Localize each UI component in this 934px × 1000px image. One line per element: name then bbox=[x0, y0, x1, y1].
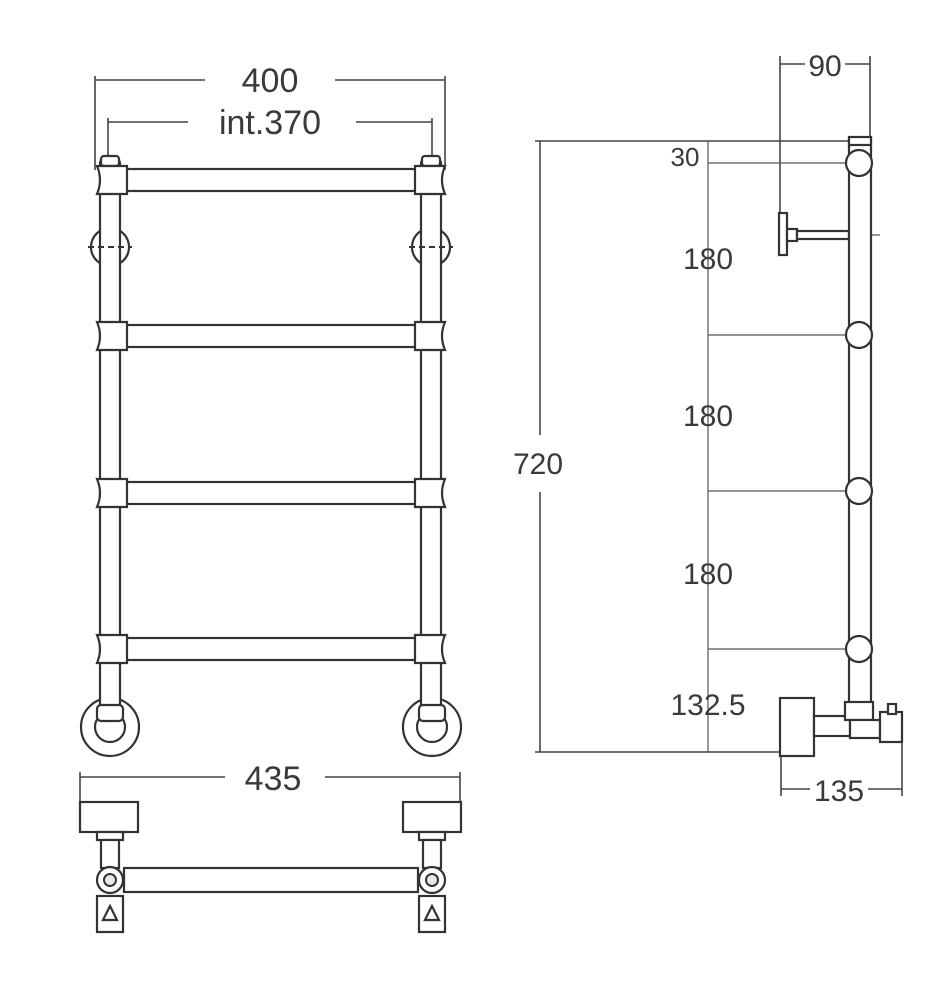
side-view: 720 90 30 180 180 180 132.5 bbox=[513, 50, 904, 808]
left-upright bbox=[98, 158, 122, 717]
bar-spacing-label-3: 180 bbox=[683, 558, 733, 591]
wall-offset-label: 90 bbox=[808, 50, 841, 83]
towel-bar-4 bbox=[95, 633, 447, 665]
side-valve-assembly bbox=[778, 696, 904, 758]
top-view: 435 bbox=[78, 760, 463, 934]
right-valve-plan bbox=[401, 800, 463, 934]
valve-depth-label: 135 bbox=[814, 775, 864, 808]
bar-spacing-label-2: 180 bbox=[683, 400, 733, 433]
side-bar-4 bbox=[844, 634, 874, 664]
bottom-spacing-label: 132.5 bbox=[670, 689, 745, 722]
side-bar-2 bbox=[844, 320, 874, 350]
valve-depth-dimension: 135 bbox=[780, 742, 903, 808]
bar-spacing-label-1: 180 bbox=[683, 243, 733, 276]
towel-bar-2 bbox=[95, 320, 447, 352]
side-bar-3 bbox=[844, 476, 874, 506]
right-upright bbox=[419, 158, 443, 717]
front-view: 400 int.370 bbox=[79, 62, 463, 758]
total-height-dimension: 720 bbox=[513, 140, 860, 753]
base-width-label: 435 bbox=[245, 760, 302, 798]
overall-width-label: 400 bbox=[242, 62, 299, 100]
total-height-label: 720 bbox=[513, 448, 563, 481]
towel-bar-3 bbox=[95, 477, 447, 509]
internal-width-label: int.370 bbox=[219, 104, 321, 142]
internal-width-dimension: int.370 bbox=[107, 104, 433, 160]
side-upright bbox=[847, 137, 873, 706]
base-width-dimension: 435 bbox=[79, 760, 461, 806]
plan-bar bbox=[122, 866, 420, 894]
overall-width-dimension: 400 bbox=[94, 62, 446, 170]
side-bar-1 bbox=[844, 148, 874, 178]
towel-bar-1 bbox=[95, 164, 447, 196]
top-spacing-label: 30 bbox=[671, 142, 700, 172]
